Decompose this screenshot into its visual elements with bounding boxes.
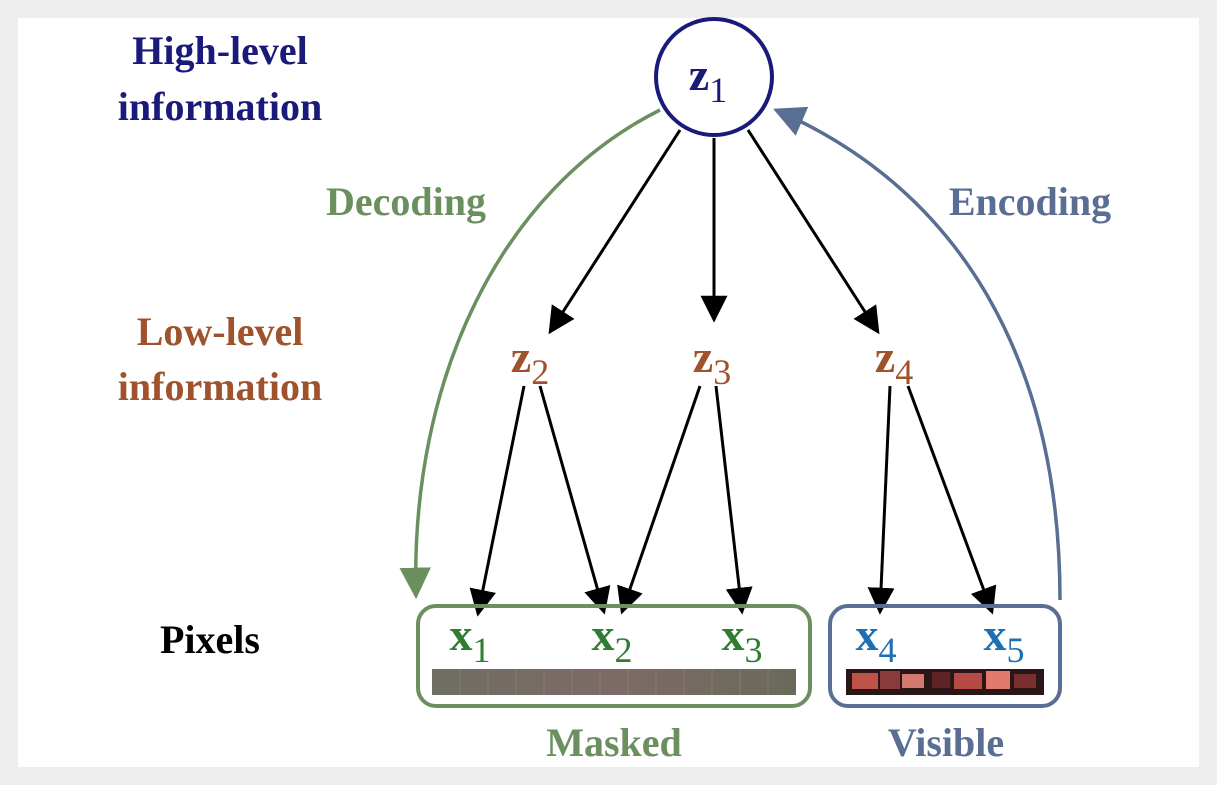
x2-node-label: x2 bbox=[592, 609, 633, 670]
z4-node-label: z4 bbox=[875, 331, 913, 392]
low-level-label-line1: Low-level bbox=[137, 309, 304, 354]
x4-base: x bbox=[856, 609, 879, 660]
decoding-arrow bbox=[399, 108, 661, 600]
z1-node-label: z1 bbox=[689, 49, 727, 110]
x1-base: x bbox=[450, 609, 473, 660]
x4-node-label: x4 bbox=[856, 609, 897, 670]
z1-sub: 1 bbox=[709, 70, 727, 110]
x2-sub: 2 bbox=[615, 630, 633, 670]
masked-pixel-grid bbox=[459, 669, 769, 695]
edge-z4-x5 bbox=[906, 385, 997, 615]
edge-z4-x4 bbox=[867, 385, 895, 615]
x4-sub: 4 bbox=[879, 630, 897, 670]
masked-pixel-strip bbox=[432, 669, 796, 695]
z1-base: z bbox=[689, 49, 709, 100]
x3-node-label: x3 bbox=[722, 609, 763, 670]
x2-base: x bbox=[592, 609, 615, 660]
z4-base: z bbox=[875, 331, 895, 382]
edge-z1-z2 bbox=[548, 129, 682, 335]
x5-base: x bbox=[984, 609, 1007, 660]
edge-z2-x2 bbox=[538, 385, 611, 615]
z2-base: z bbox=[511, 331, 531, 382]
low-level-label-line2: information bbox=[118, 364, 322, 409]
encoding-label: Encoding bbox=[949, 179, 1111, 224]
visible-group-box bbox=[828, 604, 1062, 708]
visible-pixel-strip bbox=[846, 669, 1044, 695]
visible-label: Visible bbox=[888, 720, 1004, 765]
masked-group-box bbox=[416, 604, 812, 708]
z2-sub: 2 bbox=[531, 352, 549, 392]
pixels-label: Pixels bbox=[160, 617, 260, 662]
high-level-label-line1: High-level bbox=[132, 28, 308, 73]
z4-sub: 4 bbox=[895, 352, 913, 392]
masked-label: Masked bbox=[546, 720, 682, 765]
x5-node-label: x5 bbox=[984, 609, 1025, 670]
x1-sub: 1 bbox=[473, 630, 491, 670]
z1-node-circle bbox=[654, 17, 774, 137]
edge-z3-x2 bbox=[617, 385, 702, 615]
z3-node-label: z3 bbox=[693, 331, 731, 392]
encoding-arrow bbox=[773, 106, 1062, 601]
high-level-label-line2: information bbox=[118, 84, 322, 129]
decoding-label: Decoding bbox=[326, 179, 486, 224]
z3-base: z bbox=[693, 331, 713, 382]
edge-z2-x1 bbox=[469, 385, 526, 617]
z3-sub: 3 bbox=[713, 352, 731, 392]
x3-sub: 3 bbox=[745, 630, 763, 670]
x3-base: x bbox=[722, 609, 745, 660]
edge-z1-z4 bbox=[746, 129, 880, 335]
x5-sub: 5 bbox=[1007, 630, 1025, 670]
x1-node-label: x1 bbox=[450, 609, 491, 670]
edge-z3-x3 bbox=[714, 385, 753, 615]
z2-node-label: z2 bbox=[511, 331, 549, 392]
